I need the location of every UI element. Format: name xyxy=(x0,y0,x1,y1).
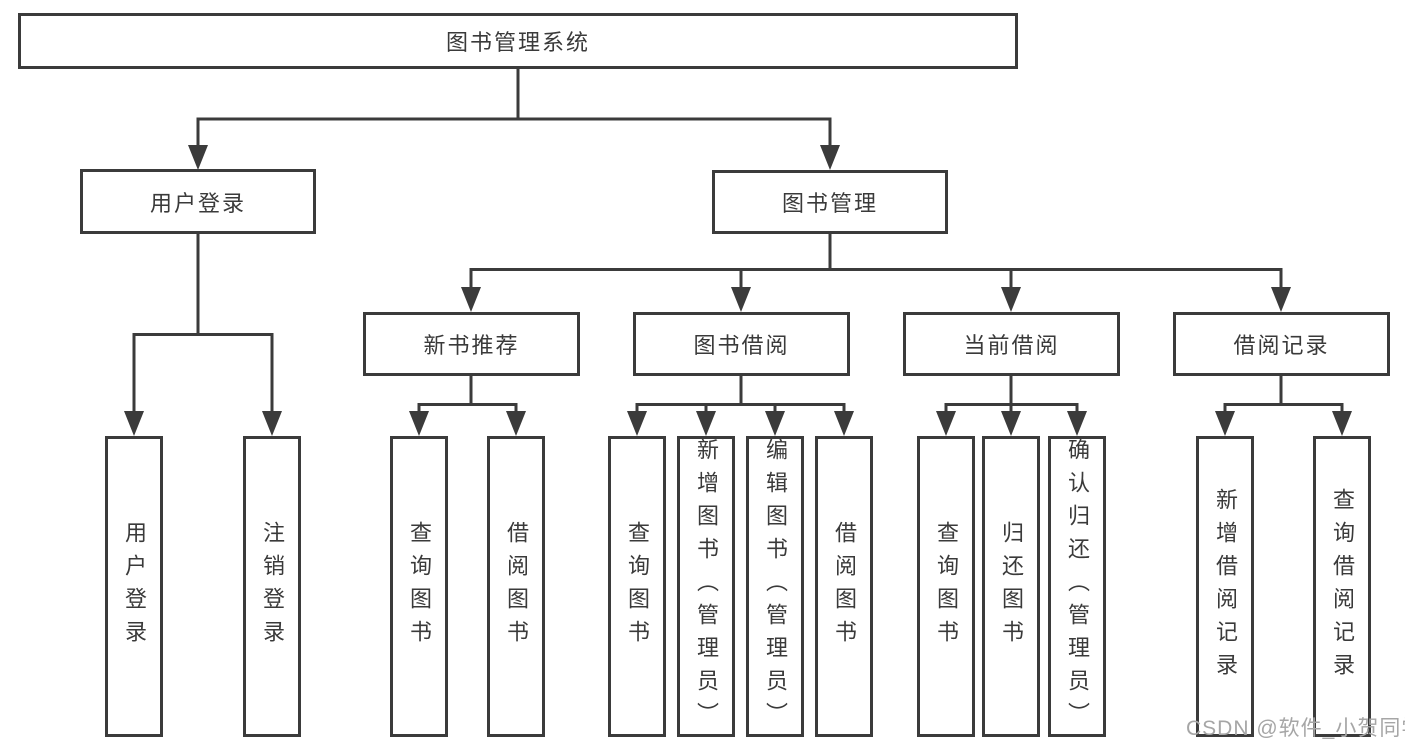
leaf-edit-book-admin: 编辑图书（管理员） xyxy=(746,436,804,737)
leaf-query-borrow-record: 查询借阅记录 xyxy=(1313,436,1371,737)
leaf-user-login-label: 用户登录 xyxy=(122,520,147,653)
node-root-label: 图书管理系统 xyxy=(445,30,590,55)
node-current-borrowing: 当前借阅 xyxy=(903,312,1120,376)
leaf-user-login: 用户登录 xyxy=(105,436,163,737)
arrowhead xyxy=(1067,411,1087,436)
arrowhead xyxy=(936,411,956,436)
node-user-login-label: 用户登录 xyxy=(149,190,246,216)
csdn-watermark: CSDN @软件_小贺同学 xyxy=(1186,717,1405,740)
arrowhead xyxy=(506,411,526,436)
node-book-borrowing-label: 图书借阅 xyxy=(693,333,790,358)
node-borrowing-records-label: 借阅记录 xyxy=(1233,333,1330,358)
arrowhead xyxy=(696,411,716,436)
leaf-confirm-return-admin-label: 确认归还（管理员） xyxy=(1065,438,1090,735)
leaf-add-borrow-record-label: 新增借阅记录 xyxy=(1213,487,1238,686)
arrowhead xyxy=(1215,411,1235,436)
arrowhead xyxy=(627,411,647,436)
arrowhead xyxy=(1271,287,1291,312)
arrowhead xyxy=(124,411,144,436)
arrowhead xyxy=(1332,411,1352,436)
arrowhead xyxy=(188,145,208,170)
leaf-query-books-recommend: 查询图书 xyxy=(390,436,448,737)
leaf-return-book-label: 归还图书 xyxy=(999,520,1024,653)
leaf-borrow-books-label: 借阅图书 xyxy=(832,520,857,653)
node-new-book-recommendation: 新书推荐 xyxy=(363,312,580,376)
leaf-logout: 注销登录 xyxy=(243,436,301,737)
arrowheads xyxy=(124,145,1352,436)
node-borrowing-records: 借阅记录 xyxy=(1173,312,1390,376)
leaf-query-borrow-record-label: 查询借阅记录 xyxy=(1330,487,1355,686)
leaf-query-books-borrow-label: 查询图书 xyxy=(625,520,650,653)
node-book-borrowing: 图书借阅 xyxy=(633,312,850,376)
leaf-borrow-books-recommend-label: 借阅图书 xyxy=(504,520,529,653)
arrowhead xyxy=(409,411,429,436)
arrowhead xyxy=(731,287,751,312)
arrowhead xyxy=(1001,287,1021,312)
node-user-login: 用户登录 xyxy=(80,169,316,234)
connector-path xyxy=(132,69,1344,412)
arrowhead xyxy=(765,411,785,436)
arrowhead xyxy=(834,411,854,436)
node-root: 图书管理系统 xyxy=(18,13,1018,69)
arrowhead xyxy=(262,411,282,436)
leaf-add-book-admin-label: 新增图书（管理员） xyxy=(694,438,719,735)
leaf-return-book: 归还图书 xyxy=(982,436,1040,737)
leaf-logout-label: 注销登录 xyxy=(260,520,285,653)
node-current-borrowing-label: 当前借阅 xyxy=(963,333,1060,358)
leaf-query-books-recommend-label: 查询图书 xyxy=(407,520,432,653)
leaf-edit-book-admin-label: 编辑图书（管理员） xyxy=(763,438,788,735)
leaf-add-borrow-record: 新增借阅记录 xyxy=(1196,436,1254,737)
node-book-management-label: 图书管理 xyxy=(781,191,878,216)
leaf-confirm-return-admin: 确认归还（管理员） xyxy=(1048,436,1106,737)
arrowhead xyxy=(1001,411,1021,436)
node-book-management: 图书管理 xyxy=(712,170,948,234)
leaf-borrow-books-recommend: 借阅图书 xyxy=(487,436,545,737)
leaf-add-book-admin: 新增图书（管理员） xyxy=(677,436,735,737)
leaf-query-books-current-label: 查询图书 xyxy=(934,520,959,653)
arrowhead xyxy=(461,287,481,312)
leaf-query-books-current: 查询图书 xyxy=(917,436,975,737)
node-new-book-recommendation-label: 新书推荐 xyxy=(423,333,520,358)
leaf-borrow-books: 借阅图书 xyxy=(815,436,873,737)
arrowhead xyxy=(820,145,840,170)
leaf-query-books-borrow: 查询图书 xyxy=(608,436,666,737)
